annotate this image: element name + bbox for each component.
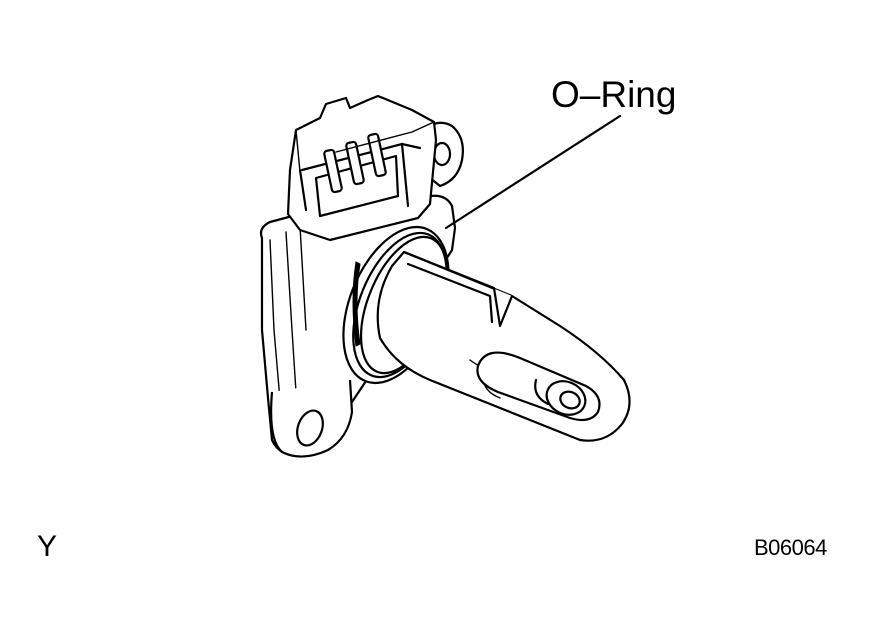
corner-letter-label: Y xyxy=(37,530,58,563)
callout-leader-line xyxy=(444,114,622,230)
sensor-probe xyxy=(376,250,631,442)
o-ring-callout-label: O–Ring xyxy=(551,74,677,115)
figure-code-label: B06064 xyxy=(754,535,827,560)
connector-housing xyxy=(286,94,438,242)
